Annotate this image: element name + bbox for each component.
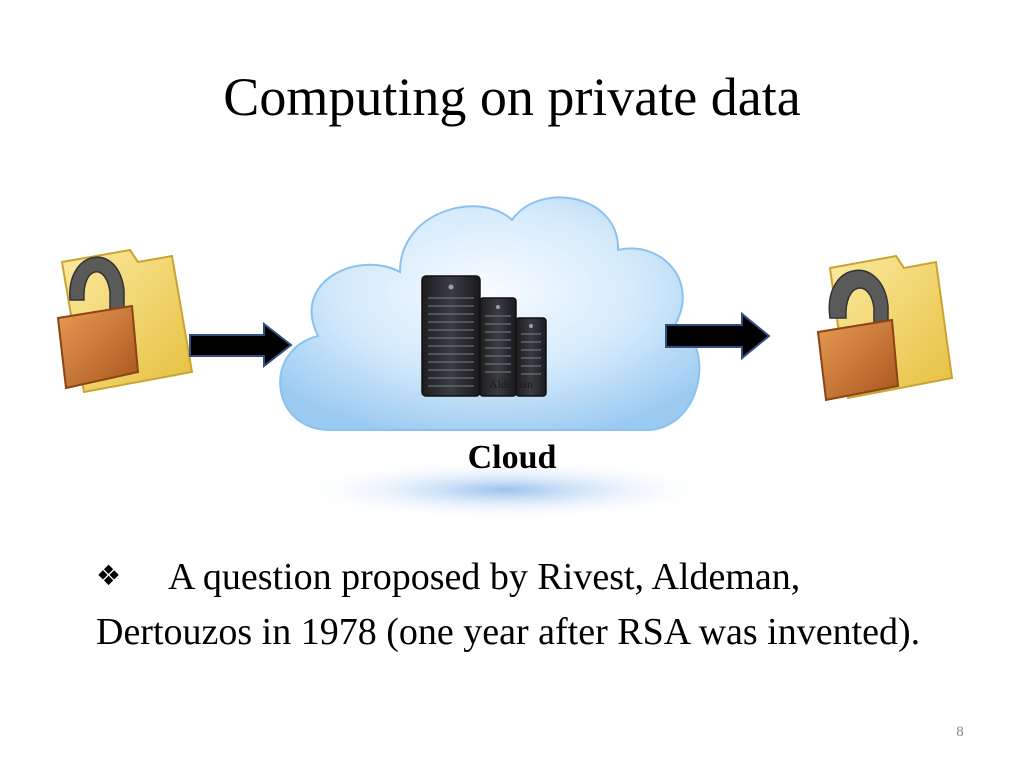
bullet-paragraph: ❖A question proposed by Rivest, Aldeman,… — [96, 548, 946, 660]
slide-title: Computing on private data — [223, 67, 801, 127]
cloud-label: Cloud — [467, 439, 557, 476]
bullet-text: A question proposed by Rivest, Aldeman, … — [96, 556, 921, 653]
page-number: 8 — [956, 724, 964, 740]
cloud-shadow — [290, 460, 720, 520]
cloud-computing-figure — [56, 196, 954, 520]
bullet-diamond-icon: ❖ — [96, 559, 122, 592]
locked-folder-icon — [816, 254, 954, 402]
arrow-right-icon — [189, 321, 293, 369]
arrow-right-icon — [665, 311, 771, 361]
server-rack-icon — [421, 275, 547, 397]
locked-folder-icon — [56, 248, 194, 394]
server-label: Aldeman — [489, 377, 533, 391]
